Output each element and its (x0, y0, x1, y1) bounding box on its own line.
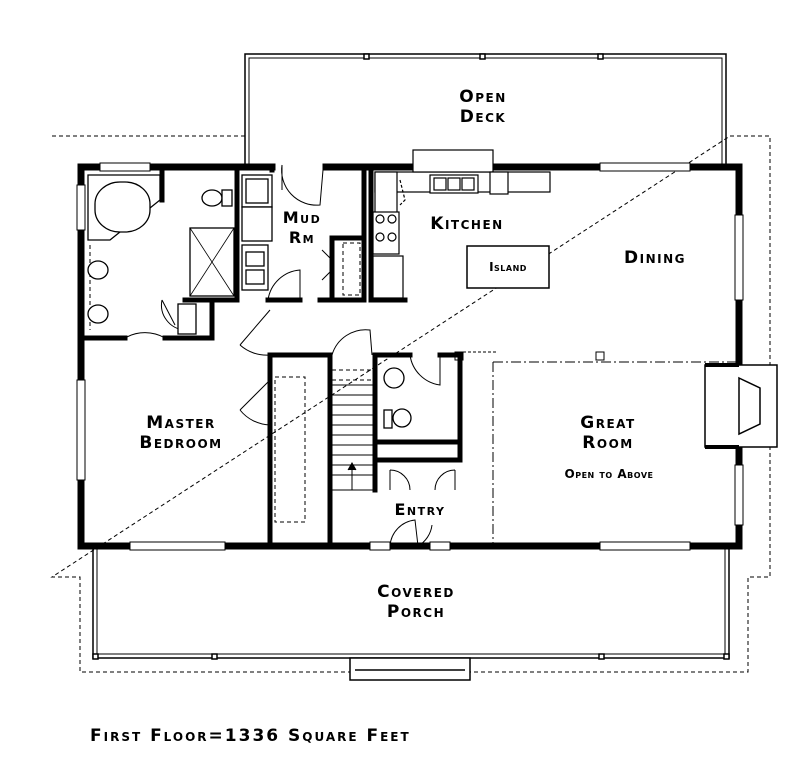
doors (124, 164, 456, 547)
master-bedroom-label: Master (146, 413, 215, 433)
mud-room-label-line2: Rm (289, 228, 315, 247)
covered-porch (92, 548, 730, 681)
roof-outline (50, 135, 771, 673)
mud-room-label: Mud (283, 208, 322, 227)
room-labels: Open Deck Mud Rm Kitchen Island Dining M… (139, 87, 686, 622)
kitchen-label: Kitchen (430, 214, 503, 234)
island-label: Island (489, 260, 527, 274)
great-room-label-line2: Room (582, 433, 633, 453)
bath-fixtures (87, 174, 412, 429)
open-to-above-label: Open to Above (565, 467, 654, 481)
windows (76, 162, 744, 551)
floor-area-caption: First Floor=1336 Square Feet (90, 726, 411, 746)
interior-details (89, 242, 739, 546)
entry-label: Entry (395, 500, 446, 519)
open-deck-label-line2: Deck (460, 107, 506, 127)
open-deck (244, 53, 727, 164)
kitchen-fixtures (372, 149, 551, 299)
fireplace (704, 363, 778, 449)
great-room-label: Great (580, 413, 635, 433)
covered-porch-label-line2: Porch (387, 602, 445, 622)
dining-label: Dining (624, 248, 686, 268)
stairs (329, 369, 376, 491)
open-deck-label: Open (459, 87, 507, 107)
covered-porch-label: Covered (377, 582, 455, 602)
master-bedroom-label-line2: Bedroom (139, 433, 222, 453)
